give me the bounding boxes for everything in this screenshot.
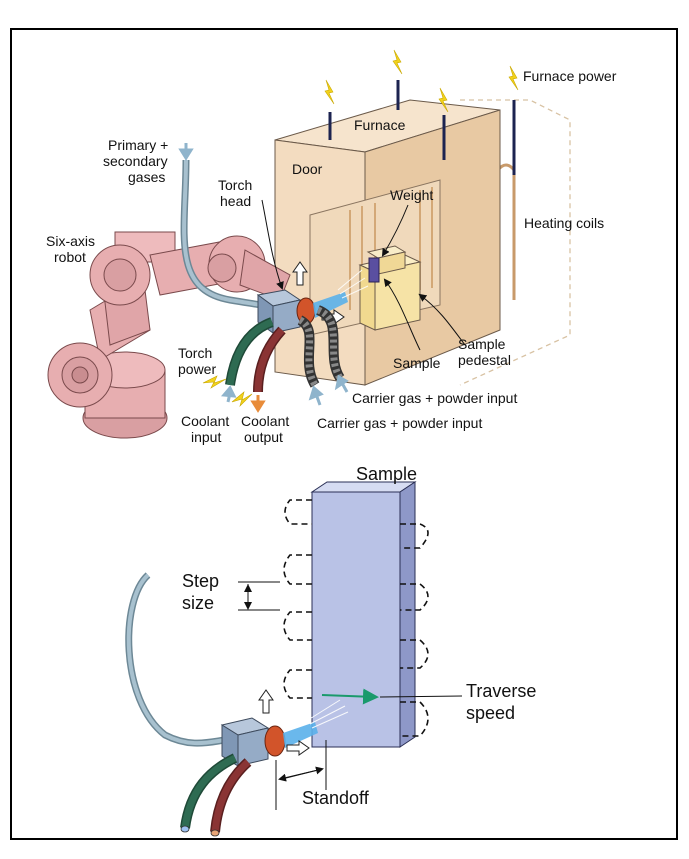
raster-path [283, 499, 429, 737]
sample-piece [368, 257, 380, 283]
traverse-arrow [321, 688, 379, 705]
label-coolant-input-1: Coolant [181, 413, 229, 429]
label-carrier-gas-1: Carrier gas + powder input [352, 390, 517, 406]
label-torch-head-2: head [220, 193, 251, 209]
label-furnace: Furnace [354, 117, 406, 133]
label-step-size-2: size [182, 593, 214, 613]
label-torch-power-1: Torch [178, 345, 212, 361]
label-weight: Weight [390, 187, 433, 203]
furnace-assembly [274, 49, 571, 386]
traverse-diagram [238, 481, 463, 810]
label-step-size-1: Step [182, 571, 219, 591]
label-door: Door [292, 161, 323, 177]
label-primary-gases-3: gases [128, 169, 165, 185]
label-coolant-output-1: Coolant [241, 413, 289, 429]
label-sample-pedestal-2: pedestal [458, 352, 511, 368]
label-sample-pedestal-1: Sample [458, 336, 506, 352]
flow-arrows-top [178, 143, 349, 406]
label-torch-power-2: power [178, 361, 216, 377]
label-traverse-1: Traverse [466, 681, 536, 701]
label-primary-gases-1: Primary + [108, 137, 168, 153]
label-carrier-gas-2: Carrier gas + powder input [317, 415, 482, 431]
label-six-axis-2: robot [54, 249, 86, 265]
coolant-hoses-top [225, 305, 345, 393]
label-six-axis-1: Six-axis [46, 233, 95, 249]
label-furnace-power: Furnace power [523, 68, 617, 84]
label-standoff: Standoff [302, 788, 370, 808]
label-heating-coils: Heating coils [524, 215, 604, 231]
label-coolant-output-2: output [244, 429, 283, 445]
sample-plate [311, 491, 401, 748]
label-sample-top: Sample [393, 355, 441, 371]
label-traverse-2: speed [466, 703, 515, 723]
label-primary-gases-2: secondary [103, 153, 168, 169]
torch-head-bottom [220, 689, 349, 767]
label-sample-bottom: Sample [356, 464, 417, 484]
label-coolant-input-2: input [191, 429, 221, 445]
power-rods [328, 80, 516, 175]
label-torch-head-1: Torch [218, 177, 252, 193]
six-axis-robot [47, 231, 291, 439]
spark-icon [324, 49, 519, 113]
